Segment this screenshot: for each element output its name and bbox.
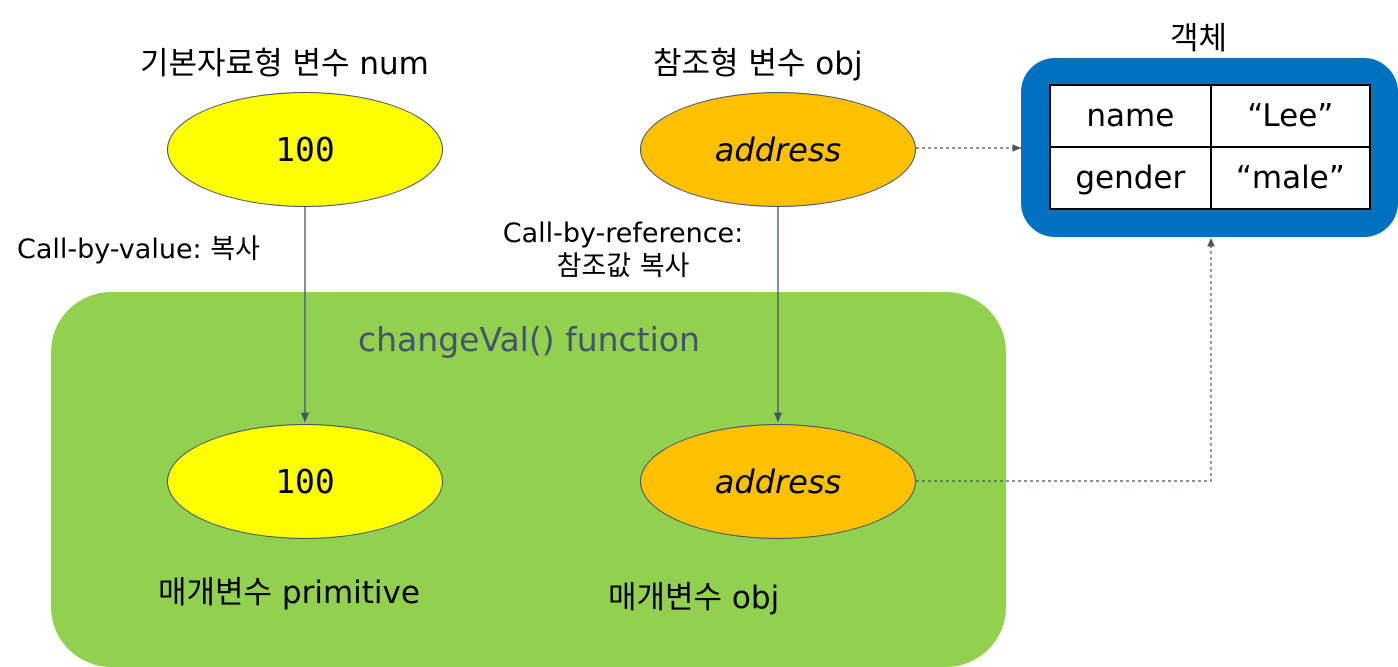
call-by-reference-label: Call-by-reference: 참조값 복사 <box>490 217 756 283</box>
object-property-value: “Lee” <box>1209 84 1372 148</box>
obj-value: address <box>714 130 842 169</box>
num-variable-node: 100 <box>167 92 443 207</box>
param-obj-value: address <box>714 462 842 501</box>
obj-variable-node: address <box>640 92 916 207</box>
param-obj-label: 매개변수 obj <box>608 580 780 616</box>
call-by-value-label: Call-by-value: 복사 <box>17 234 260 265</box>
object-property-row: gender “male” <box>1049 146 1372 210</box>
object-property-table: name “Lee” gender “male” <box>1049 84 1372 210</box>
object-title: 객체 <box>1170 21 1228 57</box>
object-property-key: gender <box>1049 146 1212 210</box>
object-property-value: “male” <box>1209 146 1372 210</box>
param-primitive-value: 100 <box>275 462 335 501</box>
call-by-reference-label-line2: 참조값 복사 <box>556 251 690 282</box>
primitive-variable-title: 기본자료형 변수 num <box>140 46 429 82</box>
object-property-row: name “Lee” <box>1049 84 1372 148</box>
reference-variable-title: 참조형 변수 obj <box>653 46 863 82</box>
param-primitive-label: 매개변수 primitive <box>158 575 420 611</box>
param-obj-node: address <box>640 424 916 539</box>
param-primitive-node: 100 <box>167 424 443 539</box>
num-value: 100 <box>275 130 335 169</box>
object-property-key: name <box>1049 84 1212 148</box>
param-obj-reference-arrow <box>916 238 1215 482</box>
call-by-reference-label-line1: Call-by-reference: <box>502 218 744 249</box>
function-name-label: changeVal() function <box>358 320 700 359</box>
